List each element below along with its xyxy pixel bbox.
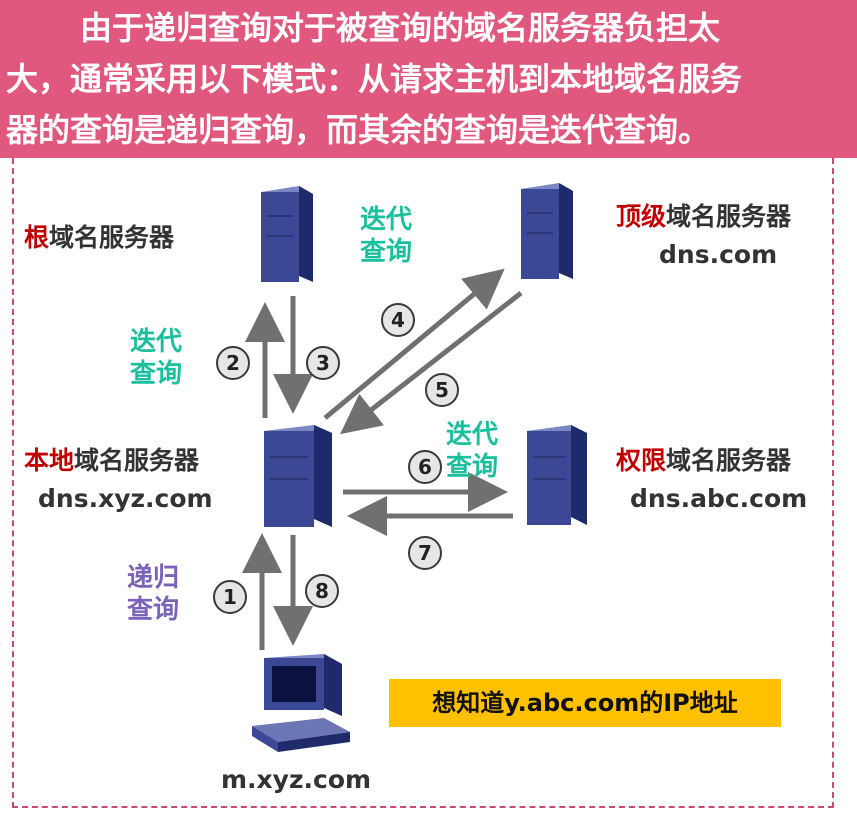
- local-domain: dns.xyz.com: [38, 484, 213, 513]
- host-computer-icon: [252, 654, 350, 752]
- recursive-query-label: 递归 查询: [127, 562, 179, 626]
- tld-server-icon: [521, 183, 573, 279]
- iterative-query-label-right: 迭代 查询: [446, 419, 498, 483]
- iterative-query-label-top: 迭代 查询: [360, 204, 412, 268]
- auth-server-icon: [527, 425, 587, 525]
- iter-top-line1: 迭代: [360, 205, 413, 235]
- tld-rest: 域名服务器: [666, 202, 792, 231]
- header-line-2: 大，通常采用以下模式：从请求主机到本地域名服务: [6, 60, 743, 98]
- header-banner: 由于递归查询对于被查询的域名服务器负担太 大，通常采用以下模式：从请求主机到本地…: [0, 0, 857, 158]
- recursive-line2: 查询: [127, 595, 180, 625]
- iter-left-line2: 查询: [130, 359, 183, 389]
- step-2-badge: 2: [216, 346, 250, 380]
- auth-rest: 域名服务器: [666, 446, 792, 475]
- iter-right-line2: 查询: [446, 452, 499, 482]
- recursive-line1: 递归: [127, 563, 180, 593]
- arrow-step-4: [323, 268, 505, 420]
- iterative-query-label-left: 迭代 查询: [130, 326, 182, 390]
- local-server-label: 本地域名服务器: [24, 446, 199, 476]
- header-line-3: 器的查询是递归查询，而其余的查询是迭代查询。: [6, 111, 711, 149]
- step-6-badge: 6: [408, 450, 442, 484]
- step-8-badge: 8: [305, 574, 339, 608]
- root-server-label: 根域名服务器: [24, 223, 174, 253]
- tld-domain: dns.com: [659, 240, 778, 269]
- step-4-badge: 4: [381, 303, 415, 337]
- header-line-1: 由于递归查询对于被查询的域名服务器负担太: [80, 9, 721, 47]
- auth-highlight: 权限: [616, 446, 667, 475]
- local-rest: 域名服务器: [74, 446, 200, 475]
- step-7-badge: 7: [408, 536, 442, 570]
- tld-highlight: 顶级: [616, 202, 667, 231]
- iter-top-line2: 查询: [360, 237, 413, 267]
- iter-right-line1: 迭代: [446, 420, 499, 450]
- auth-server-label: 权限域名服务器: [616, 446, 791, 476]
- local-highlight: 本地: [24, 446, 75, 475]
- target-note: 想知道y.abc.com的IP地址: [389, 679, 781, 727]
- host-domain: m.xyz.com: [221, 765, 372, 794]
- step-1-badge: 1: [213, 580, 247, 614]
- step-3-badge: 3: [306, 346, 340, 380]
- diagram-frame: [12, 158, 834, 808]
- step-5-badge: 5: [425, 373, 459, 407]
- root-server-icon: [261, 186, 313, 282]
- iter-left-line1: 迭代: [130, 327, 183, 357]
- root-highlight: 根: [24, 223, 50, 252]
- auth-domain: dns.abc.com: [630, 484, 808, 513]
- tld-server-label: 顶级域名服务器: [616, 202, 791, 232]
- root-rest: 域名服务器: [49, 223, 175, 252]
- local-server-icon: [264, 425, 332, 527]
- arrow-step-5: [340, 291, 523, 435]
